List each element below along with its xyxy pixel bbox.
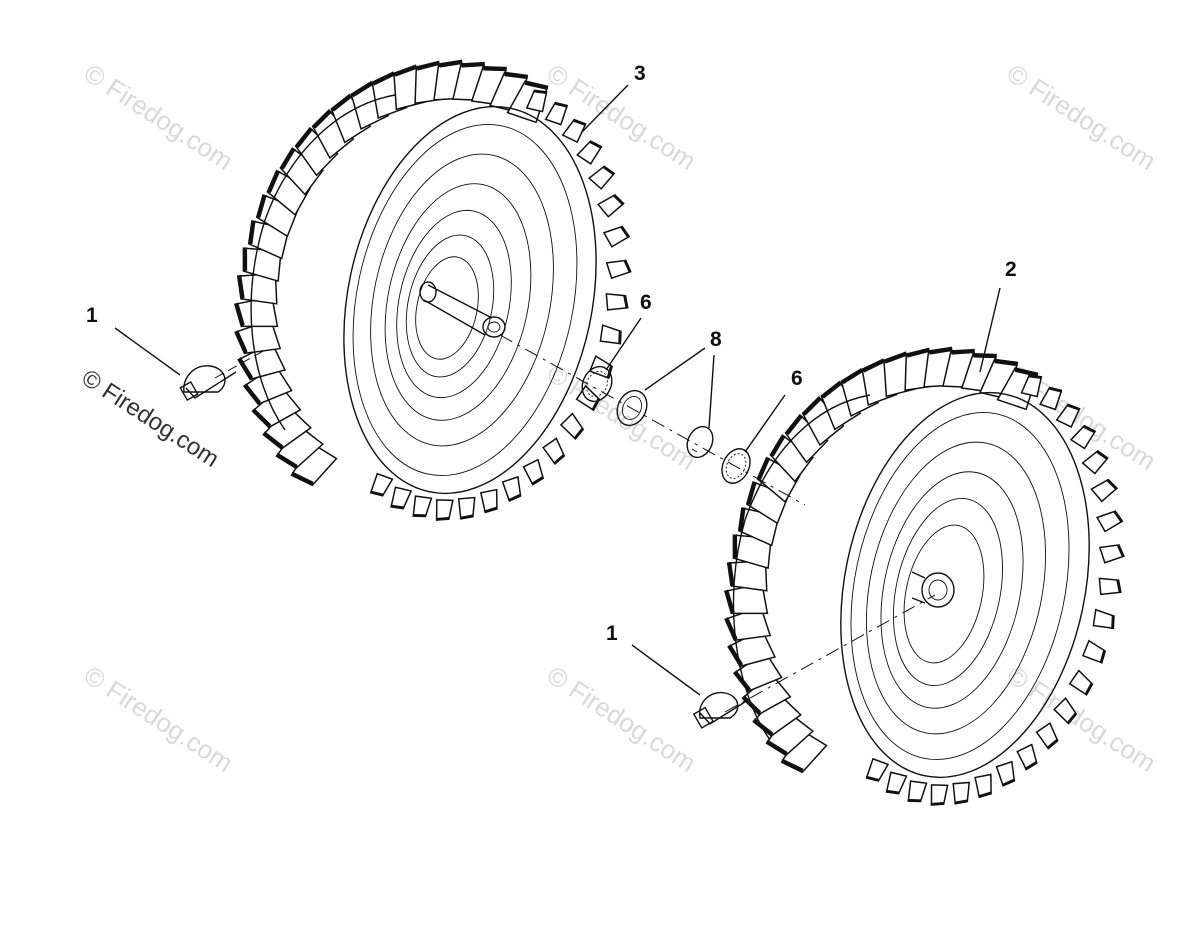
tread-lug [412, 495, 433, 518]
tread-lug [311, 108, 355, 160]
tread-lug [279, 147, 325, 196]
tread-lug [724, 605, 772, 642]
leader-line-3 [581, 84, 629, 133]
tread-lug [952, 781, 971, 805]
callout-8: 8 [710, 328, 722, 351]
wheel-assembly-upper [234, 59, 632, 521]
leader-line-6-lower [744, 394, 786, 453]
tread-lug [1020, 374, 1043, 398]
tread-lug [1016, 743, 1038, 771]
tread-lug [752, 692, 802, 737]
tread-lug [605, 293, 629, 311]
watermark: © Firedog.com [79, 660, 239, 778]
callouts: 1 3 6 8 6 2 1 [86, 62, 1017, 645]
tread-lug [544, 101, 569, 126]
tread-lug [727, 628, 777, 668]
bearing-ring-6a [581, 365, 613, 403]
hitch-pin-lower [692, 691, 749, 729]
tread-lug [390, 486, 413, 510]
leader-line-1-lower [631, 644, 701, 696]
leader-line-8 [644, 347, 706, 391]
tread-lug [369, 472, 394, 497]
tread-lug [294, 126, 339, 177]
leader-line-6-upper [605, 317, 642, 371]
tread-lug [732, 534, 772, 570]
watermark: © Firedog.com [542, 58, 702, 176]
bearing-ring-6b [721, 448, 751, 484]
callout-2: 2 [1005, 258, 1017, 281]
tread-lug [1098, 544, 1125, 564]
tread-lug [726, 559, 768, 592]
tread-lug [907, 780, 928, 803]
tread-lug [561, 118, 587, 144]
watermark-main: © Firedog.com [77, 364, 224, 473]
tread-lug [236, 272, 278, 305]
snap-ring [686, 425, 714, 459]
tread-lug [769, 434, 815, 483]
tread-lug [266, 169, 311, 216]
wheel-assembly-lower [724, 346, 1125, 806]
callout-1-lower: 1 [606, 622, 618, 645]
callout-3: 3 [634, 62, 646, 85]
tread-lug [885, 771, 908, 795]
tread-lug [1038, 386, 1063, 411]
tread-lug [576, 140, 603, 165]
axis-centerline [499, 334, 806, 506]
tread-lug [1035, 722, 1059, 750]
tread-lug [1053, 697, 1078, 725]
tread-lug [522, 458, 545, 486]
tread-lug [974, 773, 992, 799]
tread-lug [262, 405, 312, 450]
tread-lug [765, 711, 815, 757]
tread-lug [732, 651, 783, 693]
callout-1-upper: 1 [86, 304, 98, 327]
tread-lug [525, 89, 548, 113]
tread-lug [724, 582, 769, 615]
tread-lug [1096, 510, 1124, 533]
tread-lug [559, 412, 585, 441]
watermark: © Firedog.com [1002, 58, 1162, 176]
tread-lug [435, 499, 454, 521]
tread-lug [234, 295, 279, 328]
leader-lines [114, 84, 1001, 696]
tread-lug [457, 496, 476, 520]
tread-lug [587, 165, 616, 190]
tread-lug [275, 424, 325, 470]
tread-lug [756, 456, 801, 503]
tread-lug [602, 225, 631, 248]
tread-lug [995, 760, 1016, 787]
tread-lug [542, 437, 566, 465]
watermark: © Firedog.com [542, 358, 702, 476]
axis-centerline-lower [724, 594, 936, 713]
tread-lug [596, 194, 625, 218]
tread-lug [242, 364, 293, 406]
tread-lug [1098, 577, 1122, 596]
callout-6-lower: 6 [791, 367, 803, 390]
tread-lug [599, 324, 622, 345]
tread-lug [1092, 608, 1115, 630]
tread-lug [1081, 639, 1107, 664]
tread-lug [865, 757, 890, 782]
tread-lug [501, 475, 522, 502]
tread-lug [930, 784, 949, 806]
watermark: © Firedog.com [79, 58, 239, 176]
leader-line-1-upper [114, 327, 181, 376]
leader-line-2 [979, 287, 1001, 373]
tread-lug [1090, 478, 1119, 503]
hitch-pin-upper [179, 365, 237, 402]
tread-lug [1081, 450, 1109, 475]
tread-lug [234, 318, 282, 355]
tread-lug [605, 259, 632, 280]
tread-lug [784, 413, 829, 464]
tread-lug [479, 488, 498, 514]
leader-line-snap-ring [708, 354, 715, 429]
callout-6-upper: 6 [640, 291, 652, 314]
flat-washer-8 [616, 389, 648, 427]
tread-lug [1055, 403, 1081, 428]
tread-lug [1068, 669, 1094, 696]
tread-lug [1069, 424, 1097, 450]
